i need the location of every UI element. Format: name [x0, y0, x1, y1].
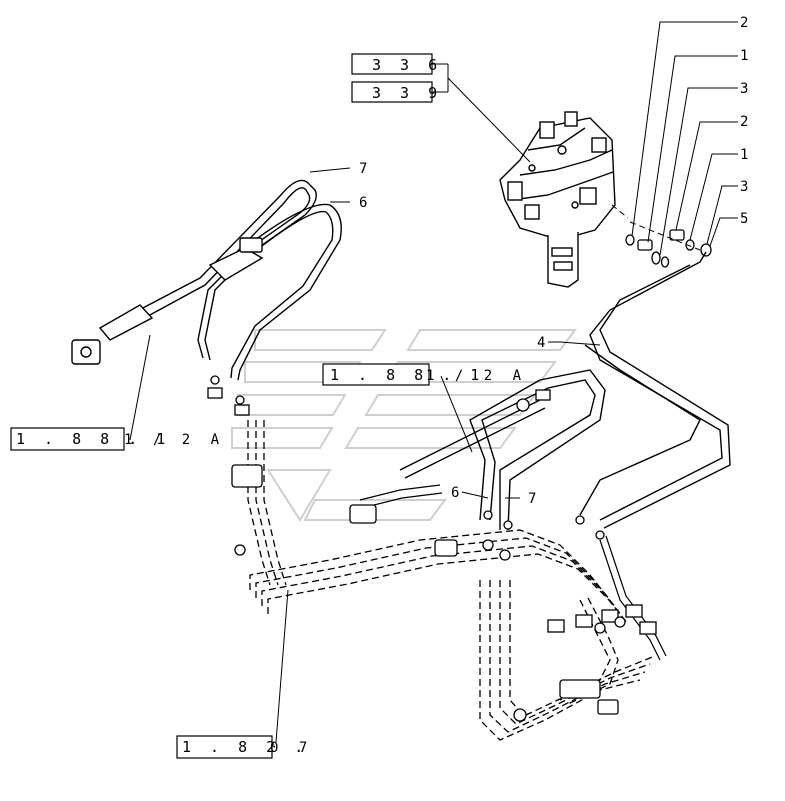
callout-1-top: 1	[740, 48, 748, 64]
ref-box-336[interactable]: 3 3 6	[351, 53, 442, 75]
rigid-tubes	[359, 484, 667, 661]
lower-fittings	[207, 375, 657, 722]
svg-text:3 3 9: 3 3 9	[372, 84, 442, 102]
hoses	[119, 179, 731, 531]
callout-6-top: 6	[359, 195, 367, 211]
axis-lines	[611, 204, 701, 251]
ref-box-left[interactable]: 1 . 8 8 . 1 1 / 2 A	[10, 427, 225, 451]
callout-6-mid: 6	[451, 485, 459, 501]
callout-3-lower: 3	[740, 179, 748, 195]
callout-5: 5	[740, 211, 748, 227]
svg-text:0 7: 0 7	[270, 740, 313, 756]
ref-box-center[interactable]: 1 . 8 8 . 1 1 / 2 A	[322, 363, 527, 386]
svg-text:1 . 8 8 . 1: 1 . 8 8 . 1	[16, 430, 170, 448]
left-cylinder	[71, 237, 264, 365]
svg-text:3 3 6: 3 3 6	[372, 56, 442, 74]
callout-1-lower: 1	[740, 147, 748, 163]
svg-text:1 . 8 8 . 1: 1 . 8 8 . 1	[330, 366, 484, 384]
tube-bundles	[247, 420, 656, 741]
fittings-group	[625, 229, 712, 268]
callout-2-lower: 2	[740, 114, 748, 130]
control-valve-assembly	[499, 111, 616, 288]
callout-3-top: 3	[740, 81, 748, 97]
callout-2-top: 2	[740, 15, 748, 31]
callout-4: 4	[537, 335, 545, 351]
svg-text:1 / 2 A: 1 / 2 A	[426, 368, 527, 384]
svg-text:1 . 8 2 .: 1 . 8 2 .	[182, 738, 308, 756]
ref-box-339[interactable]: 3 3 9	[351, 81, 442, 103]
ref-box-bottom[interactable]: 1 . 8 2 . 0 7	[176, 735, 313, 759]
watermark-logo	[231, 329, 577, 522]
leader-lines	[129, 21, 738, 743]
svg-text:1 / 2 A: 1 / 2 A	[124, 432, 225, 448]
callout-7-top: 7	[359, 161, 367, 177]
callout-7-mid: 7	[528, 491, 536, 507]
